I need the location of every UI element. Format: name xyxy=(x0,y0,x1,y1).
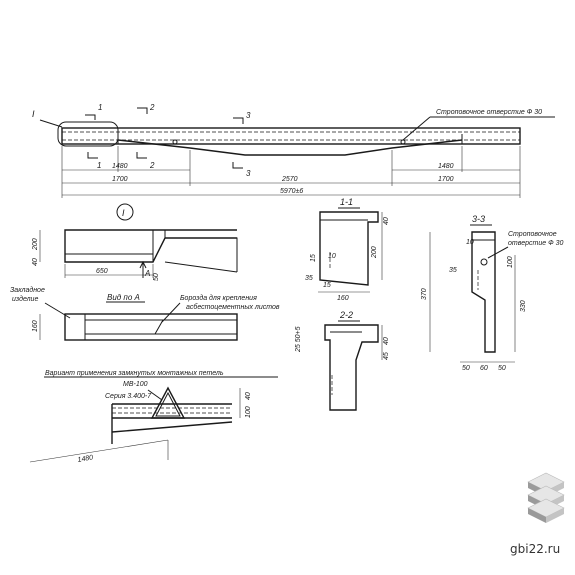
variant-title: Вариант применения замкнутых монтажных п… xyxy=(45,370,224,377)
s33-dim-60: 60 xyxy=(480,365,488,372)
section-3-3: 3-3 Строповочное отверстие Ф 30 370 100 … xyxy=(421,214,563,372)
dim-loop-100: 100 xyxy=(245,406,252,418)
detail-marker: I xyxy=(122,208,125,218)
s33-dim-370: 370 xyxy=(421,288,428,300)
section-1-bottom: 1 xyxy=(97,161,101,170)
groove-note-line2: асбестоцементных листов xyxy=(186,303,280,311)
dim-650: 650 xyxy=(96,268,108,275)
dim-total-length: 5970±6 xyxy=(280,188,303,195)
section-3-3-title: 3-3 xyxy=(472,214,485,224)
mounting-loop xyxy=(150,386,186,419)
loop-variant: Вариант применения замкнутых монтажных п… xyxy=(29,370,278,464)
dim-1700-right: 1700 xyxy=(438,176,454,183)
site-logo xyxy=(527,472,565,523)
s33-dim-35: 35 xyxy=(449,267,457,274)
sling-hole-note: Строповочное отверстие Ф 30 xyxy=(436,109,542,116)
beam-outline xyxy=(61,127,521,145)
dim-200: 200 xyxy=(32,238,39,251)
dim-1480-left: 1480 xyxy=(112,163,128,170)
dim-1480-right: 1480 xyxy=(438,163,454,170)
section-3-top: 3 xyxy=(246,111,251,120)
detail-I: I 200 40 650 A 50 Вид по А Закладное изд… xyxy=(10,203,280,341)
section-1-1-title: 1-1 xyxy=(340,197,353,207)
groove-note-line1: Борозда для крепления xyxy=(180,294,257,302)
s11-dim-10: 10 xyxy=(328,253,336,260)
s33-dim-50b: 50 xyxy=(498,365,506,372)
overview-marker: I xyxy=(32,109,35,119)
section-2-top: 2 xyxy=(149,103,155,112)
watermark-text: gbi22.ru xyxy=(510,542,560,556)
dim-160-left: 160 xyxy=(32,320,39,332)
s22-dim-40: 40 xyxy=(383,337,390,345)
section-2-2: 2-2 25 50+5 40 45 xyxy=(295,310,390,411)
s33-dim-100: 100 xyxy=(507,256,514,268)
s11-dim-15a: 15 xyxy=(310,254,317,262)
dim-loop-40: 40 xyxy=(245,392,252,400)
dim-2570: 2570 xyxy=(281,176,298,183)
s33-dim-330: 330 xyxy=(520,300,527,312)
s22-dim-45: 45 xyxy=(383,352,390,360)
beam-bottom-profile xyxy=(117,139,463,156)
s11-dim-35: 35 xyxy=(305,275,313,282)
s33-dim-50a: 50 xyxy=(462,365,470,372)
section-2-2-title: 2-2 xyxy=(339,310,353,320)
sling-hole-33-line2: отверстие Ф 30 xyxy=(508,240,563,247)
s33-dim-10: 10 xyxy=(466,239,474,246)
s11-dim-40: 40 xyxy=(383,217,390,225)
loop-series: Серия 3.400-7 xyxy=(105,393,152,400)
s22-dim-top: 25 50+5 xyxy=(295,326,302,353)
s11-dim-160: 160 xyxy=(337,295,349,302)
dim-50: 50 xyxy=(153,273,160,281)
section-3-bottom: 3 xyxy=(246,169,251,178)
dim-40: 40 xyxy=(32,258,39,266)
s11-dim-200: 200 xyxy=(371,246,378,259)
loop-mark: МВ-100 xyxy=(123,381,148,388)
arrow-a-label: A xyxy=(144,269,150,278)
section-1-top: 1 xyxy=(98,103,102,112)
view-a-title: Вид по А xyxy=(107,293,140,302)
detail-callout-ellipse xyxy=(57,121,119,147)
embedded-part-line1: Закладное xyxy=(10,286,45,294)
s11-dim-15b: 15 xyxy=(323,282,331,289)
section-1-1: 1-1 40 200 15 10 35 15 160 xyxy=(305,197,390,302)
section-2-bottom: 2 xyxy=(149,161,155,170)
dim-1700-left: 1700 xyxy=(112,176,128,183)
embedded-part-line2: изделие xyxy=(12,295,38,303)
beam-overview: I 1 2 3 1 2 3 Строповочное отверстие Ф 3… xyxy=(32,103,555,198)
sling-hole-33-line1: Строповочное xyxy=(508,231,557,238)
dim-1480-bottom: 1480 xyxy=(77,454,94,464)
